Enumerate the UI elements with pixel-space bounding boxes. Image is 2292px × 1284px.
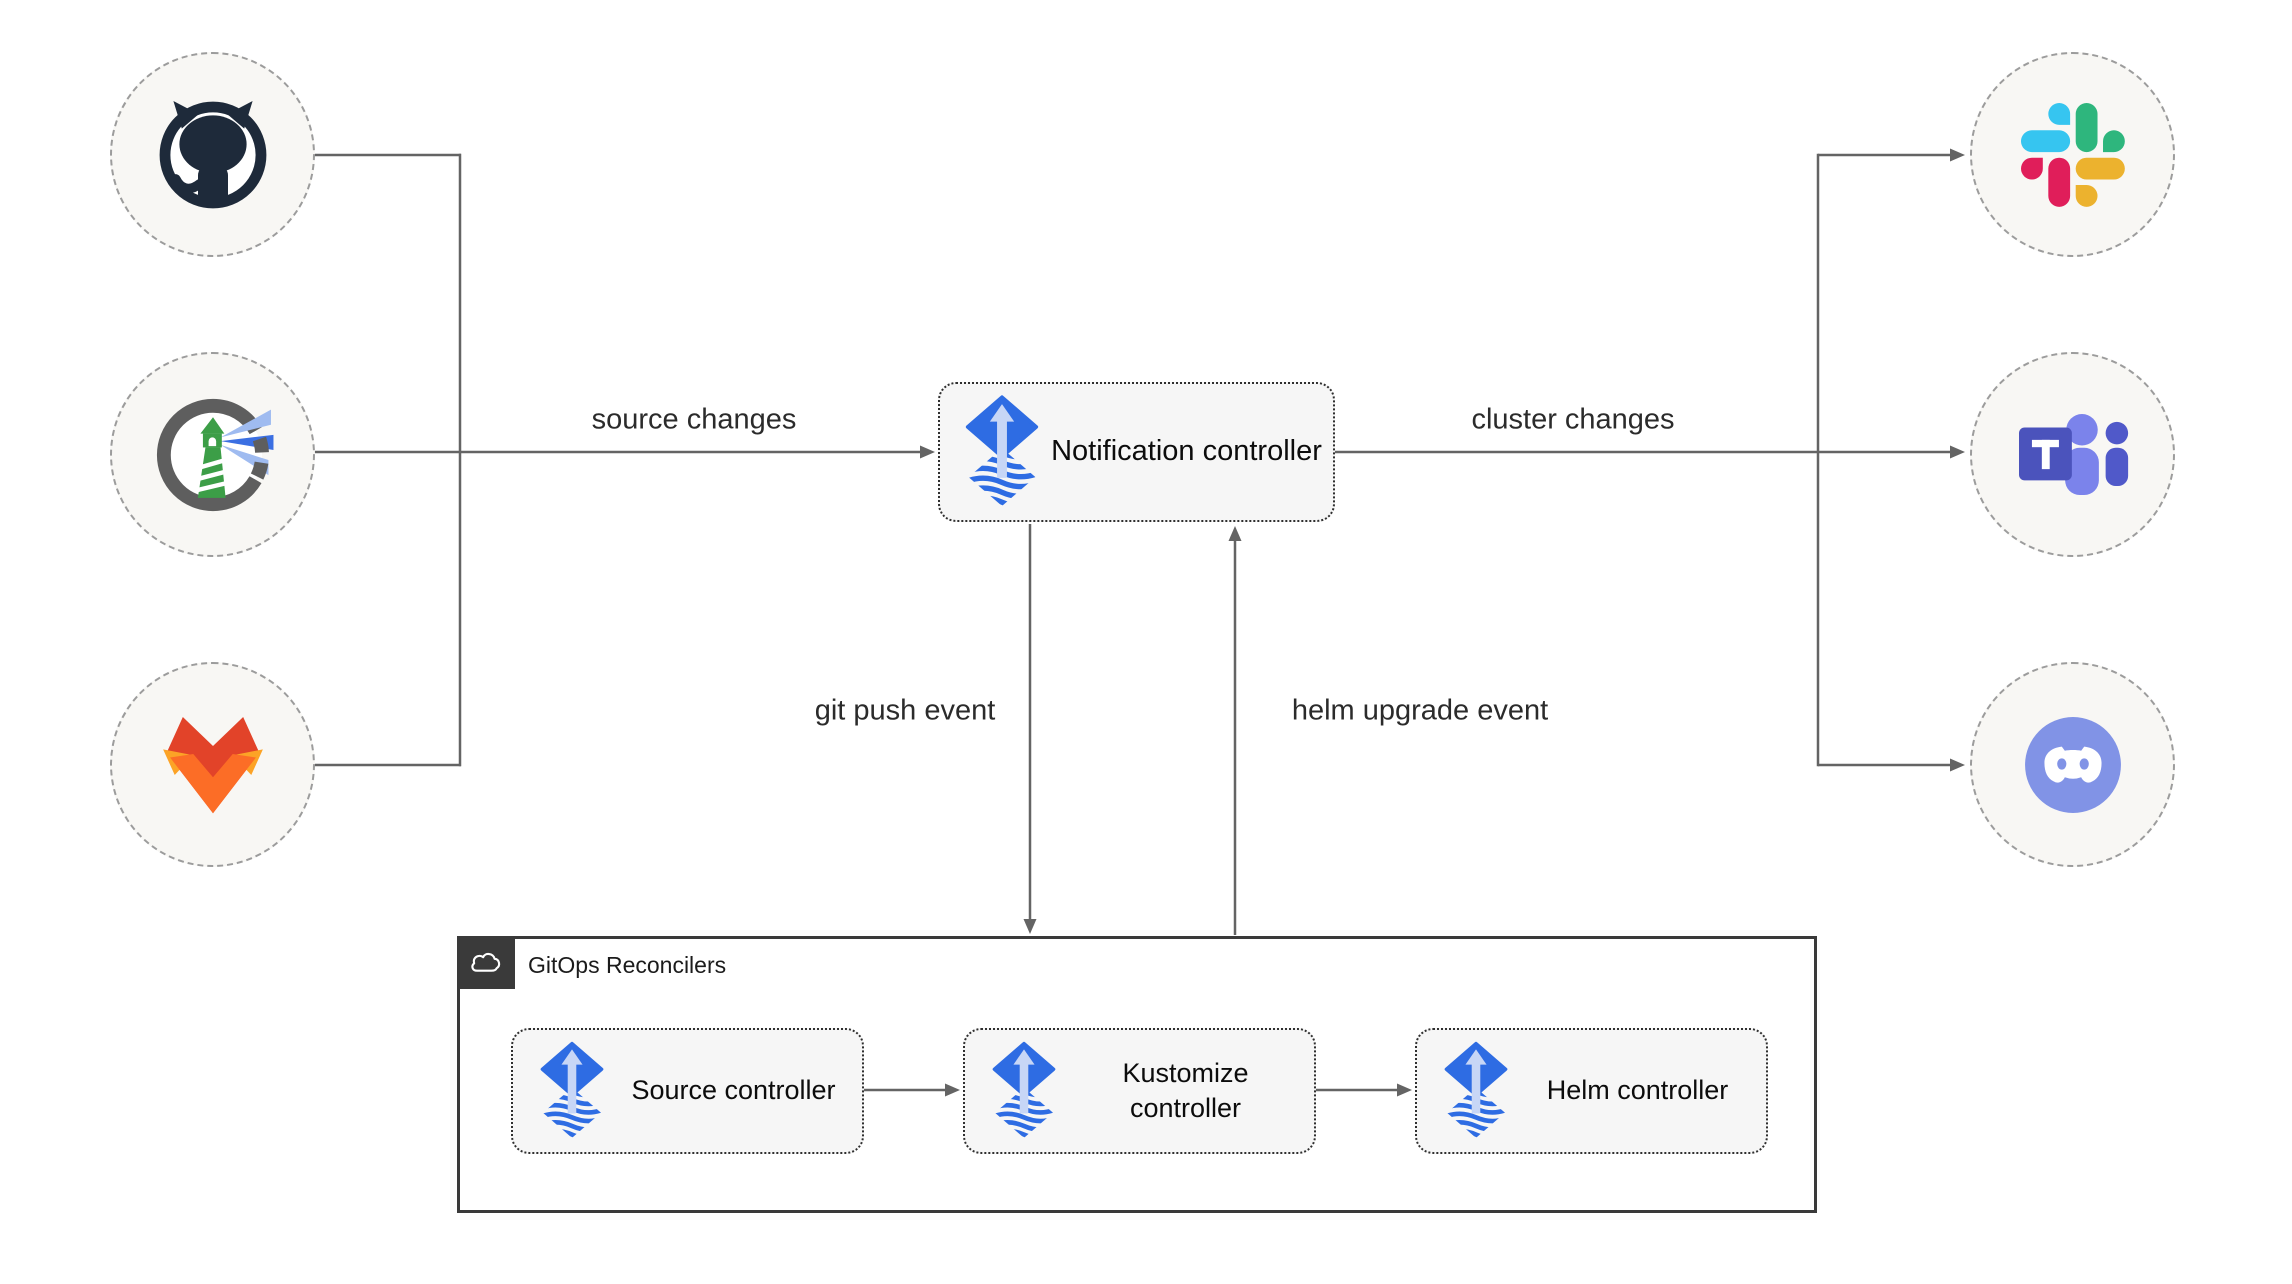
microsoft-teams-icon [2018, 414, 2128, 495]
notification-controller-label: Notification controller [1051, 435, 1322, 468]
helm-controller-node: Helm controller [1415, 1028, 1768, 1154]
label-git-push-event: git push event [814, 694, 996, 727]
label-cluster-changes: cluster changes [1471, 403, 1675, 436]
flux-icon [1443, 1037, 1509, 1145]
group-title: GitOps Reconcilers [528, 952, 727, 978]
helm-controller-label: Helm controller [1546, 1075, 1729, 1106]
node-discord [1970, 662, 2175, 867]
cloud-icon [471, 952, 501, 972]
gitlab-icon [162, 716, 263, 814]
kustomize-controller-label: Kustomize controller [1122, 1057, 1249, 1123]
discord-icon [2024, 716, 2121, 813]
kustomize-controller-node: Kustomize controller [963, 1028, 1316, 1154]
group-tab [457, 936, 515, 989]
node-slack [1970, 52, 2175, 257]
source-controller-label: Source controller [631, 1075, 836, 1106]
notification-controller-node: Notification controller [938, 382, 1335, 522]
label-helm-upgrade-event: helm upgrade event [1291, 694, 1549, 727]
harbor-icon [150, 392, 276, 518]
node-gitlab [110, 662, 315, 867]
source-controller-node: Source controller [511, 1028, 864, 1154]
slack-icon [2020, 102, 2125, 207]
flux-icon [991, 1037, 1057, 1145]
label-source-changes: source changes [591, 403, 797, 436]
flux-icon [964, 391, 1040, 513]
gitops-reconcilers-group: GitOps Reconcilers Source controller Kus… [457, 936, 1817, 1213]
flux-icon [539, 1037, 605, 1145]
node-github [110, 52, 315, 257]
node-harbor [110, 352, 315, 557]
github-icon [153, 95, 273, 215]
node-microsoft-teams [1970, 352, 2175, 557]
